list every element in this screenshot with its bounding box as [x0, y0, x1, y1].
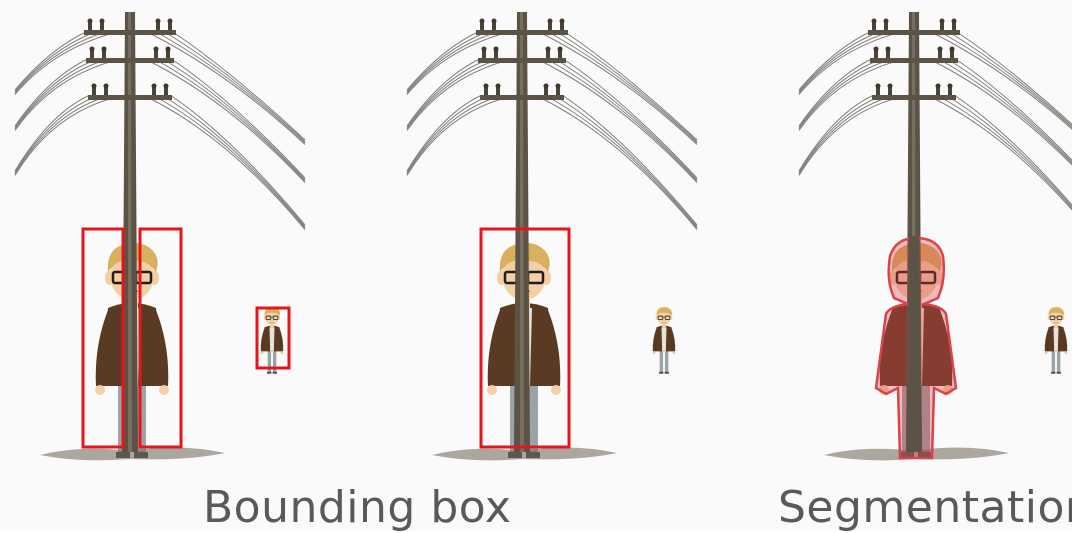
- left-hand: [487, 385, 497, 395]
- shirt: [270, 327, 275, 351]
- left-hand: [1045, 351, 1048, 354]
- caption-segmentation: Segmentation: [778, 486, 1072, 530]
- shirt: [1054, 327, 1059, 351]
- right-hand: [280, 351, 283, 354]
- right-hand: [551, 385, 561, 395]
- cross-arm: [870, 58, 958, 63]
- right-hand: [672, 351, 675, 354]
- right-hand: [1064, 351, 1067, 354]
- shirt: [662, 327, 667, 351]
- cross-arm: [86, 58, 174, 63]
- left-hand: [261, 351, 264, 354]
- cross-arm: [476, 30, 568, 35]
- cross-arm: [480, 95, 564, 100]
- left-hand: [95, 385, 105, 395]
- right-hand: [159, 385, 169, 395]
- cross-arm: [478, 58, 566, 63]
- left-leg: [1052, 348, 1055, 373]
- right-leg: [665, 348, 668, 373]
- cross-arm: [872, 95, 956, 100]
- left-leg: [660, 348, 663, 373]
- cross-arm: [88, 95, 172, 100]
- cross-arm: [84, 30, 176, 35]
- right-leg: [1057, 348, 1060, 373]
- cross-arm: [868, 30, 960, 35]
- caption-bounding-box: Bounding box: [203, 486, 511, 530]
- left-hand: [653, 351, 656, 354]
